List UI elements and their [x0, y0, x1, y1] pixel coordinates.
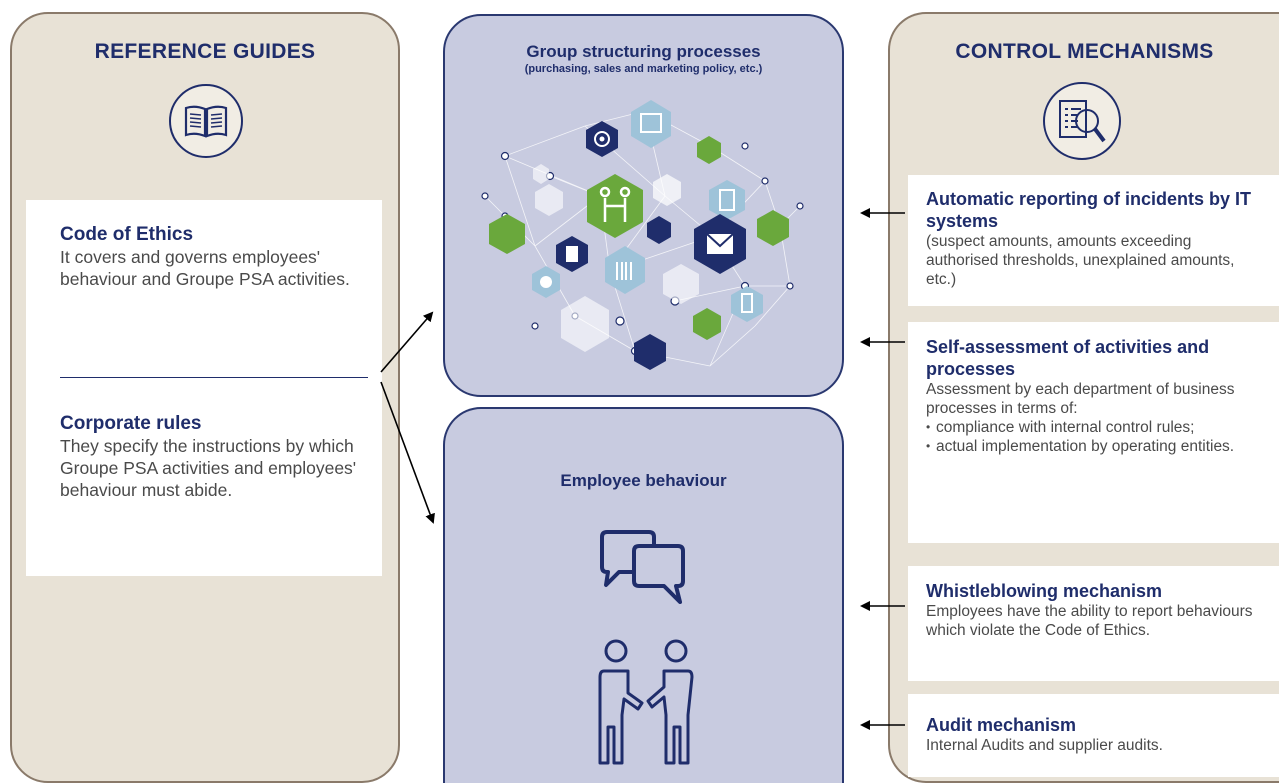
list-item: actual implementation by operating entit…	[926, 437, 1266, 456]
control-mechanisms-title: CONTROL MECHANISMS	[955, 40, 1214, 63]
control-item-title: Whistleblowing mechanism	[926, 581, 1163, 601]
control-item-self-assessment: Self-assessment of activities and proces…	[908, 322, 1279, 543]
book-icon	[169, 84, 243, 158]
handshake-people-icon	[598, 639, 694, 765]
structuring-processes-panel: Group structuring processes (purchasing,…	[443, 14, 844, 397]
employee-behaviour-title: Employee behaviour	[560, 471, 727, 490]
list-item: compliance with internal control rules;	[926, 418, 1266, 437]
process-network-icon	[481, 100, 804, 370]
control-item-bullets: compliance with internal control rules; …	[926, 418, 1266, 456]
control-item-text: Internal Audits and supplier audits.	[926, 737, 1163, 754]
code-of-ethics-title: Code of Ethics	[60, 224, 194, 245]
code-of-ethics-text: It covers and governs employees' behavio…	[60, 247, 350, 289]
structuring-processes-title: Group structuring processes	[526, 42, 761, 61]
control-item-title: Audit mechanism	[926, 715, 1077, 735]
control-item-whistleblowing: Whistleblowing mechanism Employees have …	[908, 566, 1279, 681]
corporate-rules-text: They specify the instructions by which G…	[60, 436, 357, 500]
arrow-to-processes	[380, 311, 434, 373]
employee-behaviour-panel: Employee behaviour	[443, 407, 844, 783]
control-item-text: Employees have the ability to report beh…	[926, 603, 1253, 639]
control-mechanisms-panel: CONTROL MECHANISMS Automatic reporting o…	[888, 12, 1279, 783]
arrow-to-behaviour	[380, 381, 435, 524]
corporate-rules-title: Corporate rules	[60, 413, 202, 434]
reference-guides-title: REFERENCE GUIDES	[94, 40, 316, 63]
divider	[60, 377, 368, 378]
structuring-processes-subtitle: (purchasing, sales and marketing policy,…	[524, 63, 763, 75]
reference-guides-card: Code of Ethics It covers and governs emp…	[26, 200, 382, 576]
document-magnifier-icon	[1043, 82, 1121, 160]
control-item-title: Self-assessment of activities and proces…	[926, 337, 1210, 379]
control-item-title: Automatic reporting of incidents by IT s…	[926, 189, 1252, 231]
control-item-text: (suspect amounts, amounts exceeding auth…	[926, 233, 1235, 288]
control-item-text: Assessment by each department of busines…	[926, 381, 1235, 417]
reference-guides-panel: REFERENCE GUIDES Code of Ethics It cover…	[10, 12, 400, 783]
speech-bubbles-icon	[600, 530, 685, 604]
control-item-audit: Audit mechanism Internal Audits and supp…	[908, 694, 1279, 777]
control-item-automatic-reporting: Automatic reporting of incidents by IT s…	[908, 175, 1279, 306]
